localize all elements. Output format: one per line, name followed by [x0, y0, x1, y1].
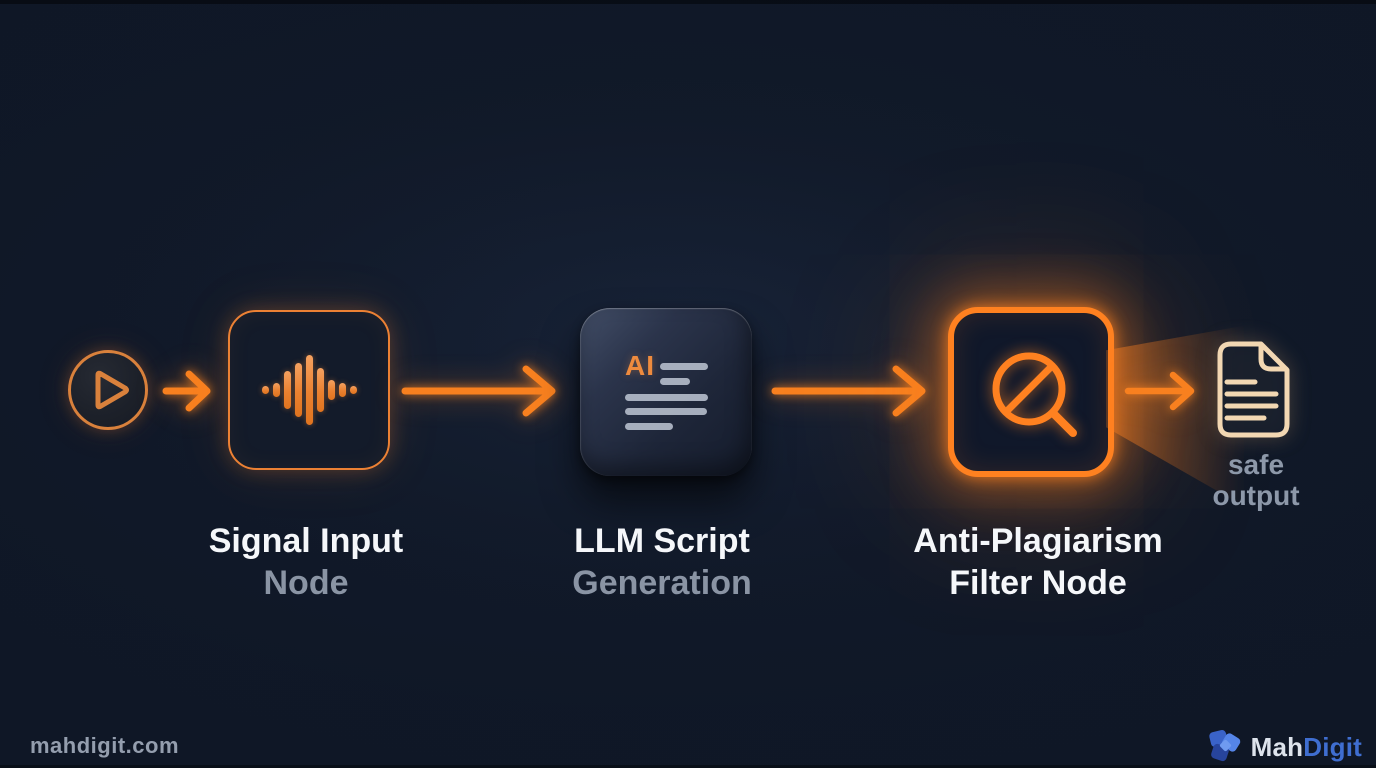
text-line-icon	[625, 423, 673, 430]
llm-script-label: LLM Script Generation	[492, 520, 832, 604]
arrow-right-icon	[401, 365, 556, 417]
play-trigger-node	[68, 350, 148, 430]
text-line-icon	[625, 394, 708, 401]
safe-output-line: output	[1212, 480, 1300, 511]
text-line-icon	[660, 378, 690, 385]
arrow-right-icon	[162, 370, 211, 412]
mahdigit-logo-icon	[1208, 729, 1244, 765]
safe-output-line: safe	[1227, 449, 1285, 480]
text-line-icon	[625, 408, 707, 415]
ai-badge: AI	[625, 350, 655, 381]
website-url: mahdigit.com	[30, 733, 180, 758]
node-title: Signal Input	[208, 522, 404, 560]
safe-output-caption: safe output	[1196, 449, 1316, 511]
llm-script-generation-node: AI	[580, 308, 752, 476]
node-title: LLM Script	[574, 522, 750, 560]
audio-waveform-icon	[261, 355, 357, 425]
document-icon	[1217, 341, 1290, 438]
node-subtitle: Generation	[572, 564, 752, 602]
arrow-right-icon	[771, 365, 926, 417]
signal-input-label: Signal Input Node	[136, 520, 476, 604]
brand-name: MahDigit	[1251, 732, 1362, 763]
signal-input-node	[228, 310, 390, 470]
brand-name-first: Mah	[1250, 731, 1304, 762]
brand-name-second: Digit	[1303, 731, 1362, 762]
brand-logo: MahDigit	[1208, 729, 1362, 765]
node-subtitle: Node	[263, 564, 349, 602]
anti-plagiarism-filter-node	[948, 307, 1114, 477]
play-icon	[95, 370, 129, 410]
text-line-icon	[660, 363, 708, 370]
magnifier-block-icon	[992, 352, 1077, 437]
node-title: Anti-Plagiarism	[913, 522, 1163, 560]
anti-plagiarism-label: Anti-Plagiarism Filter Node	[868, 520, 1208, 604]
node-subtitle: Filter Node	[949, 564, 1127, 602]
arrow-right-icon	[1124, 371, 1195, 411]
